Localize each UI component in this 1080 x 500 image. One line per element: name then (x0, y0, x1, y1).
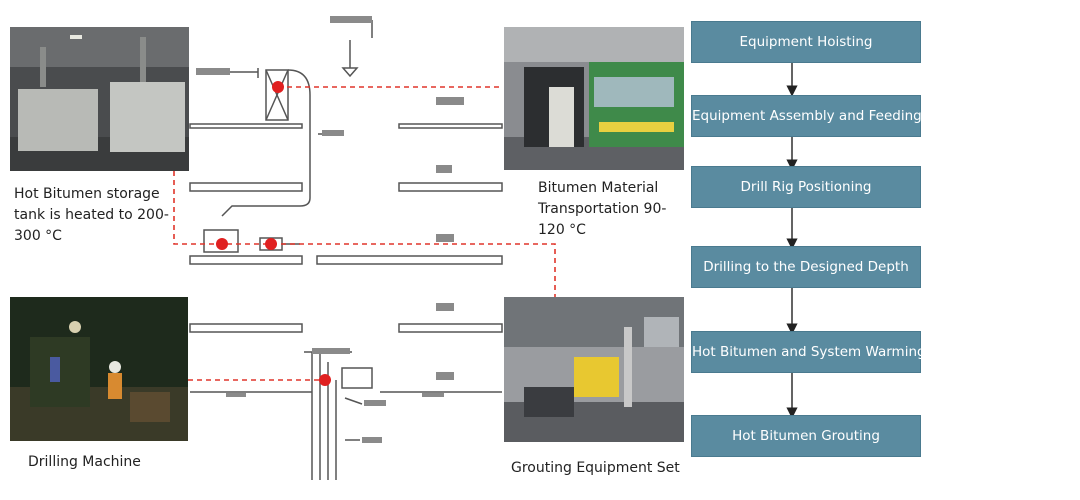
flow-step-rig-positioning: Drill Rig Positioning (691, 166, 921, 208)
drill-rig-box (341, 367, 373, 389)
photo-drilling-machine (10, 297, 188, 441)
caption-drilling-machine: Drilling Machine (28, 454, 141, 470)
marker-pump (265, 238, 277, 250)
dashed-connectors (173, 86, 556, 381)
photo-bitumen-storage-tank (10, 27, 189, 171)
caption-transportation: Bitumen Material Transportation 90-120 °… (538, 180, 667, 238)
floor-slab-right-4 (398, 323, 503, 333)
flow-step-drilling-depth: Drilling to the Designed Depth (691, 246, 921, 288)
flow-step-assembly-feeding: Equipment Assembly and Feeding (691, 95, 922, 137)
hoist-cable (221, 69, 311, 217)
photo-grouting-equipment (504, 297, 684, 442)
floor-slab-left-3 (189, 255, 303, 265)
flow-step-bitumen-grouting: Hot Bitumen Grouting (691, 415, 921, 457)
floor-slab-left-4 (189, 323, 303, 333)
hoist-frame (265, 69, 289, 121)
schematic-labels (196, 16, 464, 443)
flow-step-equipment-hoisting: Equipment Hoisting (691, 21, 921, 63)
caption-storage-tank: Hot Bitumen storage tank is heated to 20… (14, 186, 169, 244)
floor-slab-right-3 (316, 255, 503, 265)
marker-hoist (272, 81, 284, 93)
marker-grout-unit (216, 238, 228, 250)
marker-drill-rig (319, 374, 331, 386)
location-markers (216, 81, 331, 386)
floor-slab-left-1 (189, 123, 303, 129)
flow-step-system-warming: Hot Bitumen and System Warming (691, 331, 926, 373)
caption-grouting-set: Grouting Equipment Set (511, 460, 680, 476)
photo-material-transportation (504, 27, 684, 170)
floor-slab-left-2 (189, 182, 303, 192)
link-tank-to-pump (173, 171, 556, 297)
floor-slab-right-1 (398, 123, 503, 129)
grout-unit-box (203, 229, 239, 253)
floor-slab-right-2 (398, 182, 503, 192)
